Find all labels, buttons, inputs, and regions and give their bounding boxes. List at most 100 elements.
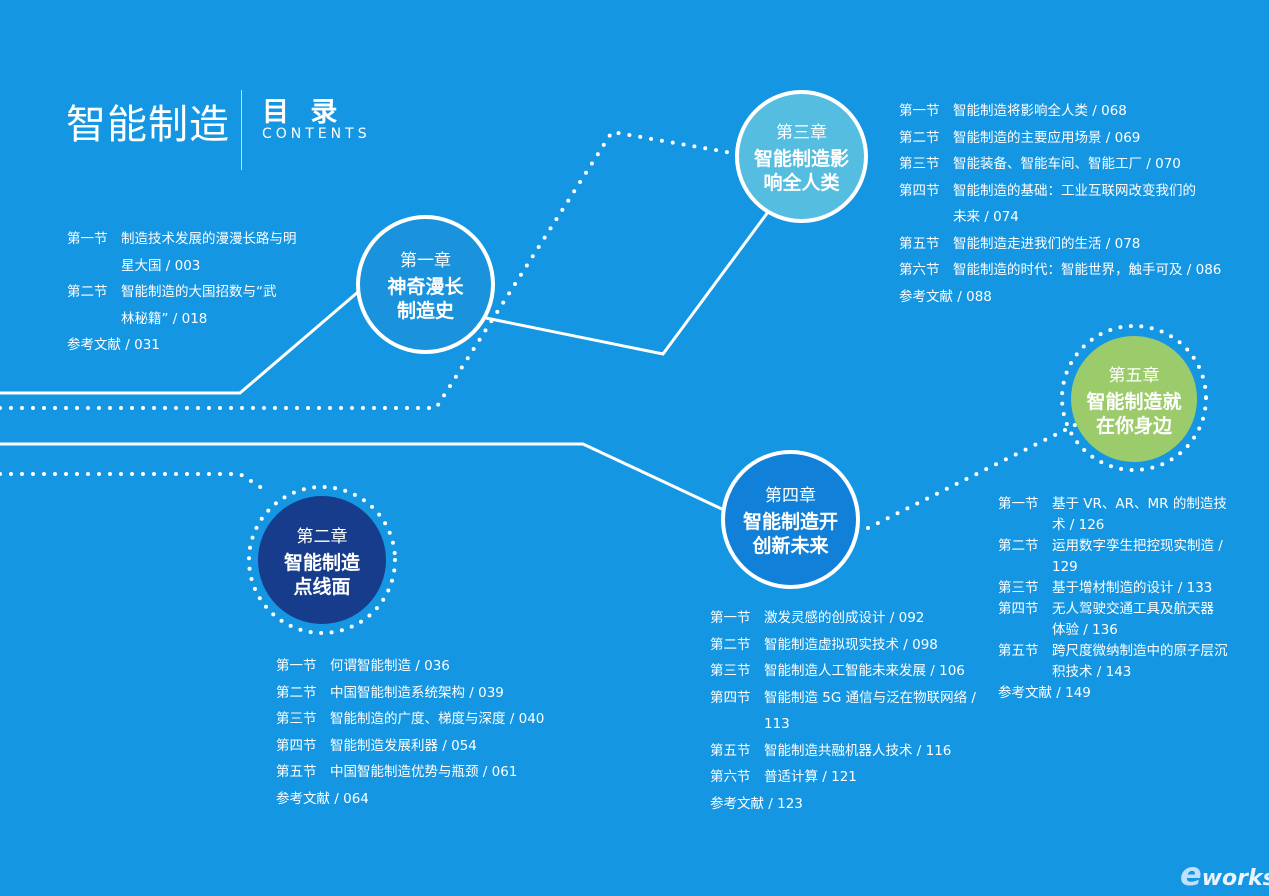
toc-entry[interactable]: 星大国 / 003 bbox=[67, 253, 317, 280]
section-title: 智能制造共融机器人技术 / 116 bbox=[764, 742, 952, 759]
references-entry[interactable]: 参考文献 / 064 bbox=[276, 790, 369, 807]
section-title: 智能制造的大国招数与“武 bbox=[121, 284, 277, 300]
references-entry[interactable]: 参考文献 / 149 bbox=[998, 685, 1091, 701]
toc-entry[interactable]: 第三节基于增材制造的设计 / 133 bbox=[998, 578, 1248, 599]
toc-entry[interactable]: 第一节智能制造将影响全人类 / 068 bbox=[899, 98, 1239, 125]
section-number bbox=[67, 253, 121, 280]
toc-entry[interactable]: 第三节智能制造的广度、梯度与深度 / 040 bbox=[276, 706, 576, 733]
toc-entry[interactable]: 第四节智能制造 5G 通信与泛在物联网络 / bbox=[710, 685, 1000, 712]
chapter-2-title: 智能制造 点线面 bbox=[283, 551, 360, 598]
chapter-5-circle[interactable]: 第五章 智能制造就 在你身边 bbox=[1071, 336, 1197, 462]
toc-entry[interactable]: 第一节激发灵感的创成设计 / 092 bbox=[710, 605, 1000, 632]
toc-entry[interactable]: 第二节智能制造的主要应用场景 / 069 bbox=[899, 125, 1239, 152]
toc-entry[interactable]: 体验 / 136 bbox=[998, 620, 1248, 641]
chapter-2-circle[interactable]: 第二章 智能制造 点线面 bbox=[258, 496, 386, 624]
section-number bbox=[67, 306, 121, 333]
section-title: 基于增材制造的设计 / 133 bbox=[1052, 580, 1213, 596]
section-number: 第六节 bbox=[710, 769, 751, 785]
section-number bbox=[998, 620, 1052, 641]
section-title: 制造技术发展的漫漫长路与明 bbox=[121, 231, 297, 247]
section-title: 智能制造虚拟现实技术 / 098 bbox=[764, 636, 938, 653]
toc-entry[interactable]: 第二节中国智能制造系统架构 / 039 bbox=[276, 680, 576, 707]
toc-entry[interactable]: 第五节智能制造共融机器人技术 / 116 bbox=[710, 738, 1000, 765]
toc-entry[interactable]: 林秘籍” / 018 bbox=[67, 306, 317, 333]
chapter-2-number: 第二章 bbox=[296, 526, 348, 547]
section-number: 第一节 bbox=[998, 496, 1039, 512]
section-number: 第三节 bbox=[899, 156, 940, 172]
toc-entry[interactable]: 第二节运用数字孪生把控现实制造 / bbox=[998, 536, 1248, 557]
toc-entry[interactable]: 第五节跨尺度微纳制造中的原子层沉 bbox=[998, 641, 1248, 662]
section-title: 跨尺度微纳制造中的原子层沉 bbox=[1052, 643, 1228, 659]
section-number: 第四节 bbox=[710, 689, 751, 706]
chapter-5-title: 智能制造就 在你身边 bbox=[1086, 390, 1182, 437]
section-number: 第二节 bbox=[276, 684, 317, 701]
toc-entry[interactable]: 第三节智能装备、智能车间、智能工厂 / 070 bbox=[899, 151, 1239, 178]
section-title: 林秘籍” / 018 bbox=[121, 310, 208, 327]
chapter-3-title: 智能制造影 响全人类 bbox=[753, 148, 849, 194]
section-number: 第四节 bbox=[998, 601, 1039, 617]
section-number: 第一节 bbox=[710, 610, 751, 626]
references-entry[interactable]: 参考文献 / 123 bbox=[710, 795, 803, 812]
toc-entry[interactable]: 积技术 / 143 bbox=[998, 662, 1248, 683]
section-number: 第二节 bbox=[899, 129, 940, 146]
section-number: 第四节 bbox=[899, 182, 940, 199]
section-title: 未来 / 074 bbox=[953, 209, 1019, 225]
toc-entry[interactable]: 第一节基于 VR、AR、MR 的制造技 bbox=[998, 494, 1248, 515]
section-title: 中国智能制造优势与瓶颈 / 061 bbox=[330, 764, 518, 780]
page-subtitle: CONTENTS bbox=[262, 126, 371, 142]
toc-entry[interactable]: 未来 / 074 bbox=[899, 204, 1239, 231]
toc-entry[interactable]: 第六节普适计算 / 121 bbox=[710, 764, 1000, 791]
section-number: 第二节 bbox=[67, 284, 108, 300]
toc-entry[interactable]: 113 bbox=[710, 711, 1000, 738]
section-number: 第六节 bbox=[899, 262, 940, 278]
section-title: 智能装备、智能车间、智能工厂 / 070 bbox=[953, 156, 1181, 172]
chapter-4-title: 智能制造开 创新未来 bbox=[742, 511, 838, 557]
section-title: 智能制造的广度、梯度与深度 / 040 bbox=[330, 711, 545, 727]
references-entry[interactable]: 参考文献 / 031 bbox=[67, 337, 160, 353]
toc-entry[interactable]: 第六节智能制造的时代：智能世界，触手可及 / 086 bbox=[899, 257, 1239, 284]
section-title: 智能制造的主要应用场景 / 069 bbox=[953, 129, 1141, 146]
toc-entry[interactable]: 第四节智能制造的基础：工业互联网改变我们的 bbox=[899, 178, 1239, 205]
chapter-3-circle[interactable]: 第三章 智能制造影 响全人类 bbox=[735, 90, 868, 223]
section-title: 113 bbox=[764, 716, 790, 732]
chapter-1-circle[interactable]: 第一章 神奇漫长 制造史 bbox=[356, 215, 495, 354]
toc-entry[interactable]: 第三节智能制造人工智能未来发展 / 106 bbox=[710, 658, 1000, 685]
section-number: 第三节 bbox=[710, 663, 751, 679]
section-title: 何谓智能制造 / 036 bbox=[330, 658, 450, 674]
section-title: 普适计算 / 121 bbox=[764, 769, 857, 785]
toc-entry[interactable]: 129 bbox=[998, 557, 1248, 578]
section-number bbox=[998, 515, 1052, 536]
toc-entry[interactable]: 第四节无人驾驶交通工具及航天器 bbox=[998, 599, 1248, 620]
section-number: 第五节 bbox=[899, 235, 940, 252]
toc-entry[interactable]: 第二节智能制造的大国招数与“武 bbox=[67, 279, 317, 306]
chapter-4-circle[interactable]: 第四章 智能制造开 创新未来 bbox=[721, 450, 860, 589]
toc-entry[interactable]: 术 / 126 bbox=[998, 515, 1248, 536]
toc-entry[interactable]: 第五节智能制造走进我们的生活 / 078 bbox=[899, 231, 1239, 258]
toc-entry[interactable]: 第二节智能制造虚拟现实技术 / 098 bbox=[710, 632, 1000, 659]
toc-entry[interactable]: 第一节何谓智能制造 / 036 bbox=[276, 653, 576, 680]
section-title: 智能制造将影响全人类 / 068 bbox=[953, 103, 1127, 119]
section-number: 第一节 bbox=[899, 103, 940, 119]
section-title: 智能制造的基础：工业互联网改变我们的 bbox=[953, 182, 1196, 199]
section-title: 智能制造发展利器 / 054 bbox=[330, 737, 477, 754]
section-title: 积技术 / 143 bbox=[1052, 664, 1132, 680]
toc-entry[interactable]: 第四节智能制造发展利器 / 054 bbox=[276, 733, 576, 760]
header-divider bbox=[241, 90, 242, 170]
section-title: 无人驾驶交通工具及航天器 bbox=[1052, 601, 1214, 617]
toc-entry[interactable]: 第五节中国智能制造优势与瓶颈 / 061 bbox=[276, 759, 576, 786]
section-number bbox=[998, 557, 1052, 578]
brand-logo: 智能制造 bbox=[66, 102, 230, 148]
references-entry[interactable]: 参考文献 / 088 bbox=[899, 288, 992, 305]
section-number: 第一节 bbox=[67, 231, 108, 247]
section-title: 智能制造人工智能未来发展 / 106 bbox=[764, 663, 965, 679]
toc-entry[interactable]: 第一节制造技术发展的漫漫长路与明 bbox=[67, 226, 317, 253]
section-title: 星大国 / 003 bbox=[121, 257, 201, 274]
section-number: 第四节 bbox=[276, 737, 317, 754]
chapter-3-number: 第三章 bbox=[776, 123, 827, 143]
section-number: 第三节 bbox=[998, 580, 1039, 596]
